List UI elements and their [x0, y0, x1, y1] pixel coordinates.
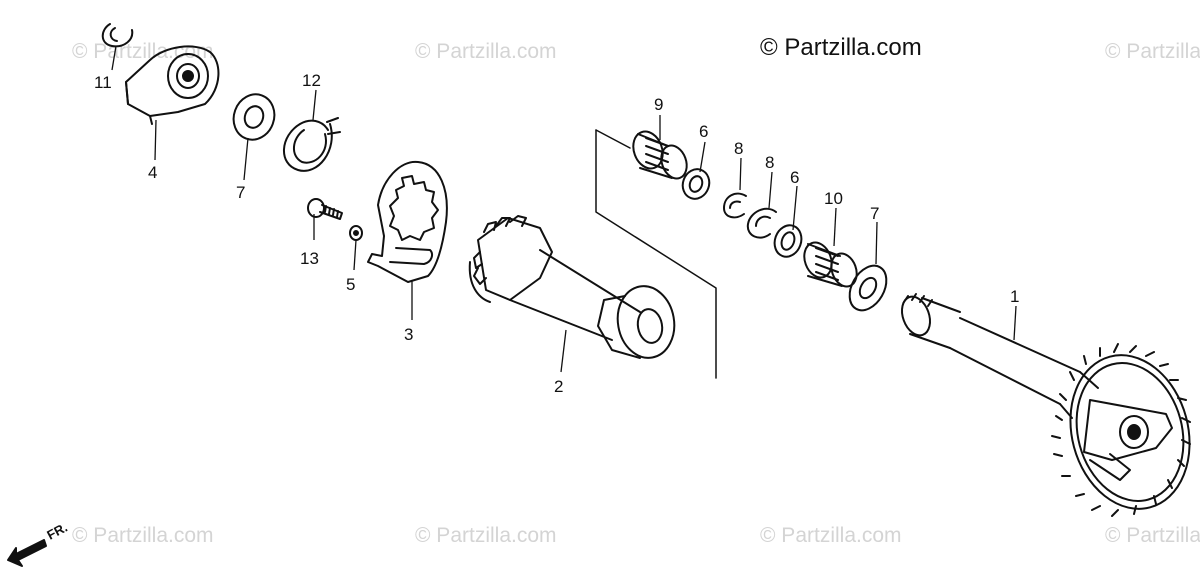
callout-label: 4 — [148, 163, 157, 182]
callout-label: 9 — [654, 95, 663, 114]
part-5-washer — [349, 225, 363, 241]
front-direction-arrow-icon — [7, 539, 47, 567]
callout-label: 3 — [404, 325, 413, 344]
part-12-circlip — [283, 117, 341, 172]
watermark: © Partzilla.com — [72, 524, 214, 547]
callout-label: 13 — [300, 249, 319, 268]
watermark: © Partzilla.com — [415, 524, 557, 547]
watermark: © Partzilla.com — [1105, 524, 1200, 547]
watermark: © Partzilla.com — [760, 524, 902, 547]
part-9-needle-bearing — [632, 130, 688, 180]
part-10-needle-bearing — [803, 241, 858, 288]
watermark: © Partzilla.com — [1105, 40, 1200, 63]
callout-label: 6 — [790, 168, 799, 187]
callout-label: 11 — [94, 73, 112, 92]
part-1-kick-starter-spindle — [900, 293, 1191, 517]
callout-label: 12 — [302, 71, 321, 90]
part-6-washer — [681, 168, 711, 200]
callout-label: 8 — [765, 153, 774, 172]
part-7-washer — [232, 93, 276, 141]
part-13-bolt — [307, 198, 343, 220]
part-11-snap-ring — [101, 23, 134, 48]
part-4-ratchet-guide — [125, 45, 220, 125]
assembly-bracket — [595, 129, 717, 379]
callout-label: 10 — [824, 189, 843, 208]
copyright-notice: © Partzilla.com — [760, 34, 922, 61]
callout-label: 2 — [554, 377, 563, 396]
callout-label: 7 — [236, 183, 245, 202]
callout-label: 6 — [699, 122, 708, 141]
leader-lines — [111, 45, 1017, 373]
watermark: © Partzilla.com — [415, 40, 557, 63]
callout-numbers: 11 4 7 12 13 5 3 2 9 6 8 8 6 10 7 1 — [94, 71, 1019, 396]
part-6-washer — [773, 224, 803, 258]
callout-label: 5 — [346, 275, 355, 294]
part-2-spindle-sleeve — [468, 215, 676, 359]
callout-label: 8 — [734, 139, 743, 158]
part-7-washer — [848, 264, 888, 312]
front-direction-label: FR. — [44, 520, 70, 543]
part-8-circlip — [746, 207, 777, 239]
part-8-circlip — [723, 192, 747, 219]
callout-label: 1 — [1010, 287, 1019, 306]
callout-label: 7 — [870, 204, 879, 223]
part-3-ratchet-plate — [367, 160, 448, 283]
